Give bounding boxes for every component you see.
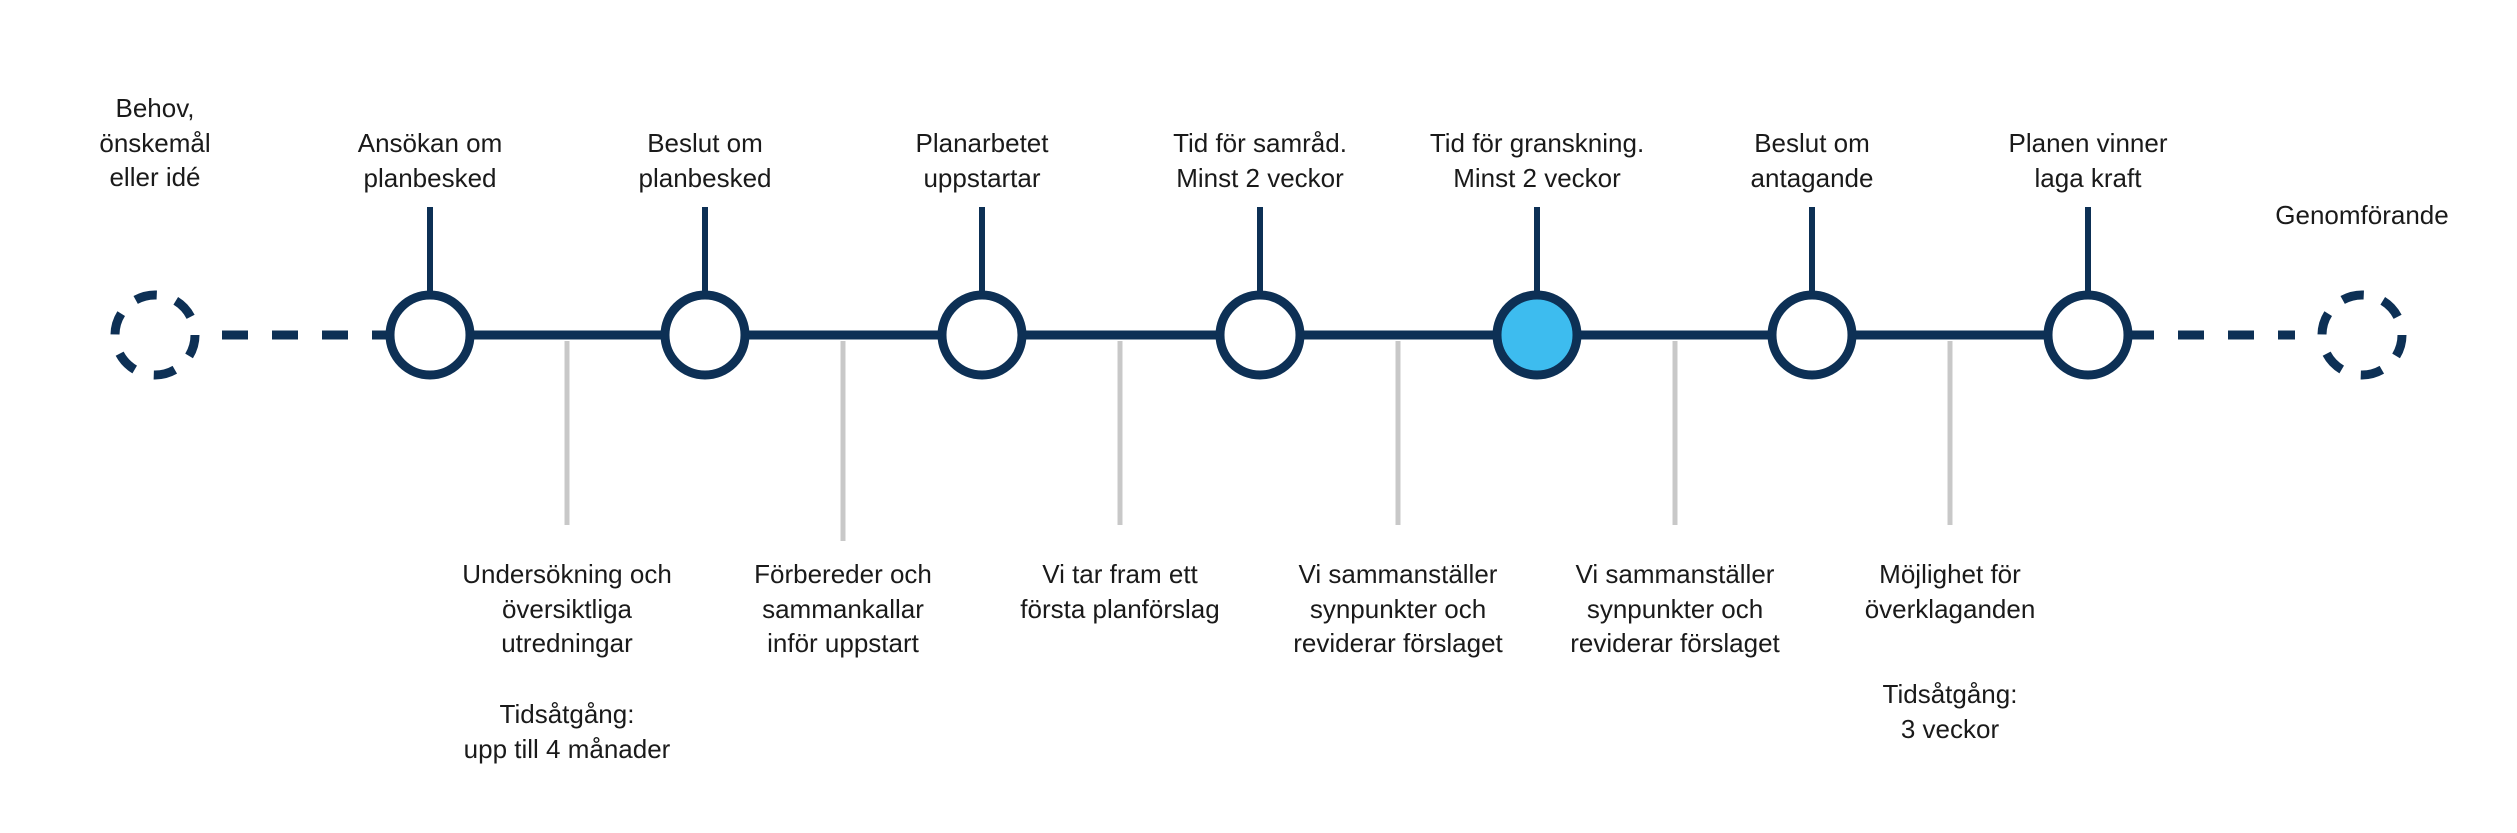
activity-label-undersokning-och-utredningar: Undersökning och översiktliga utredninga… bbox=[462, 559, 672, 659]
activity-duration-mojlighet-for-overklaganden: Tidsåtgång: 3 veckor bbox=[1882, 679, 2018, 744]
activity-label-sammanstaller-synpunkter-samrad: Vi sammanställer synpunkter och revidera… bbox=[1293, 559, 1503, 659]
milestone-label-tid-for-samrad: Tid för samråd. Minst 2 veckor bbox=[1173, 128, 1347, 193]
activity-label-sammanstaller-synpunkter-granskning: Vi sammanställer synpunkter och revidera… bbox=[1570, 559, 1780, 659]
milestone-label-tid-for-granskning: Tid för granskning. Minst 2 veckor bbox=[1429, 128, 1645, 193]
milestone-circle-beslut-om-planbesked[interactable] bbox=[660, 290, 750, 380]
milestone-circle-beslut-om-antagande[interactable] bbox=[1767, 290, 1857, 380]
activity-label-forsta-planforslag: Vi tar fram ett första planförslag bbox=[1020, 559, 1220, 624]
milestone-circle-tid-for-samrad[interactable] bbox=[1215, 290, 1305, 380]
milestone-circle-planen-vinner-laga-kraft[interactable] bbox=[2043, 290, 2133, 380]
endpoint-circle-genomforande bbox=[2317, 290, 2407, 380]
endpoint-label-genomforande: Genomförande bbox=[2275, 200, 2449, 230]
milestone-label-planen-vinner-laga-kraft: Planen vinner laga kraft bbox=[2008, 128, 2168, 193]
endpoint-label-behov: Behov, önskemål eller idé bbox=[99, 93, 211, 193]
milestone-circle-planarbetet-uppstartar[interactable] bbox=[937, 290, 1027, 380]
activity-label-forbereder-och-sammankallar: Förbereder och sammankallar inför uppsta… bbox=[754, 559, 932, 659]
milestone-label-beslut-om-planbesked: Beslut om planbesked bbox=[638, 128, 772, 193]
milestone-circle-ansokan-om-planbesked[interactable] bbox=[385, 290, 475, 380]
activity-duration-undersokning-och-utredningar: Tidsåtgång: upp till 4 månader bbox=[463, 699, 671, 764]
milestone-circle-active-tid-for-granskning[interactable] bbox=[1492, 290, 1582, 380]
milestone-label-beslut-om-antagande: Beslut om antagande bbox=[1750, 128, 1874, 193]
activity-label-mojlighet-for-overklaganden: Möjlighet för överklaganden bbox=[1864, 559, 2036, 624]
milestone-label-planarbetet-uppstartar: Planarbetet uppstartar bbox=[915, 128, 1049, 193]
endpoint-circle-behov bbox=[110, 290, 200, 380]
milestone-label-ansokan-om-planbesked: Ansökan om planbesked bbox=[357, 128, 503, 193]
